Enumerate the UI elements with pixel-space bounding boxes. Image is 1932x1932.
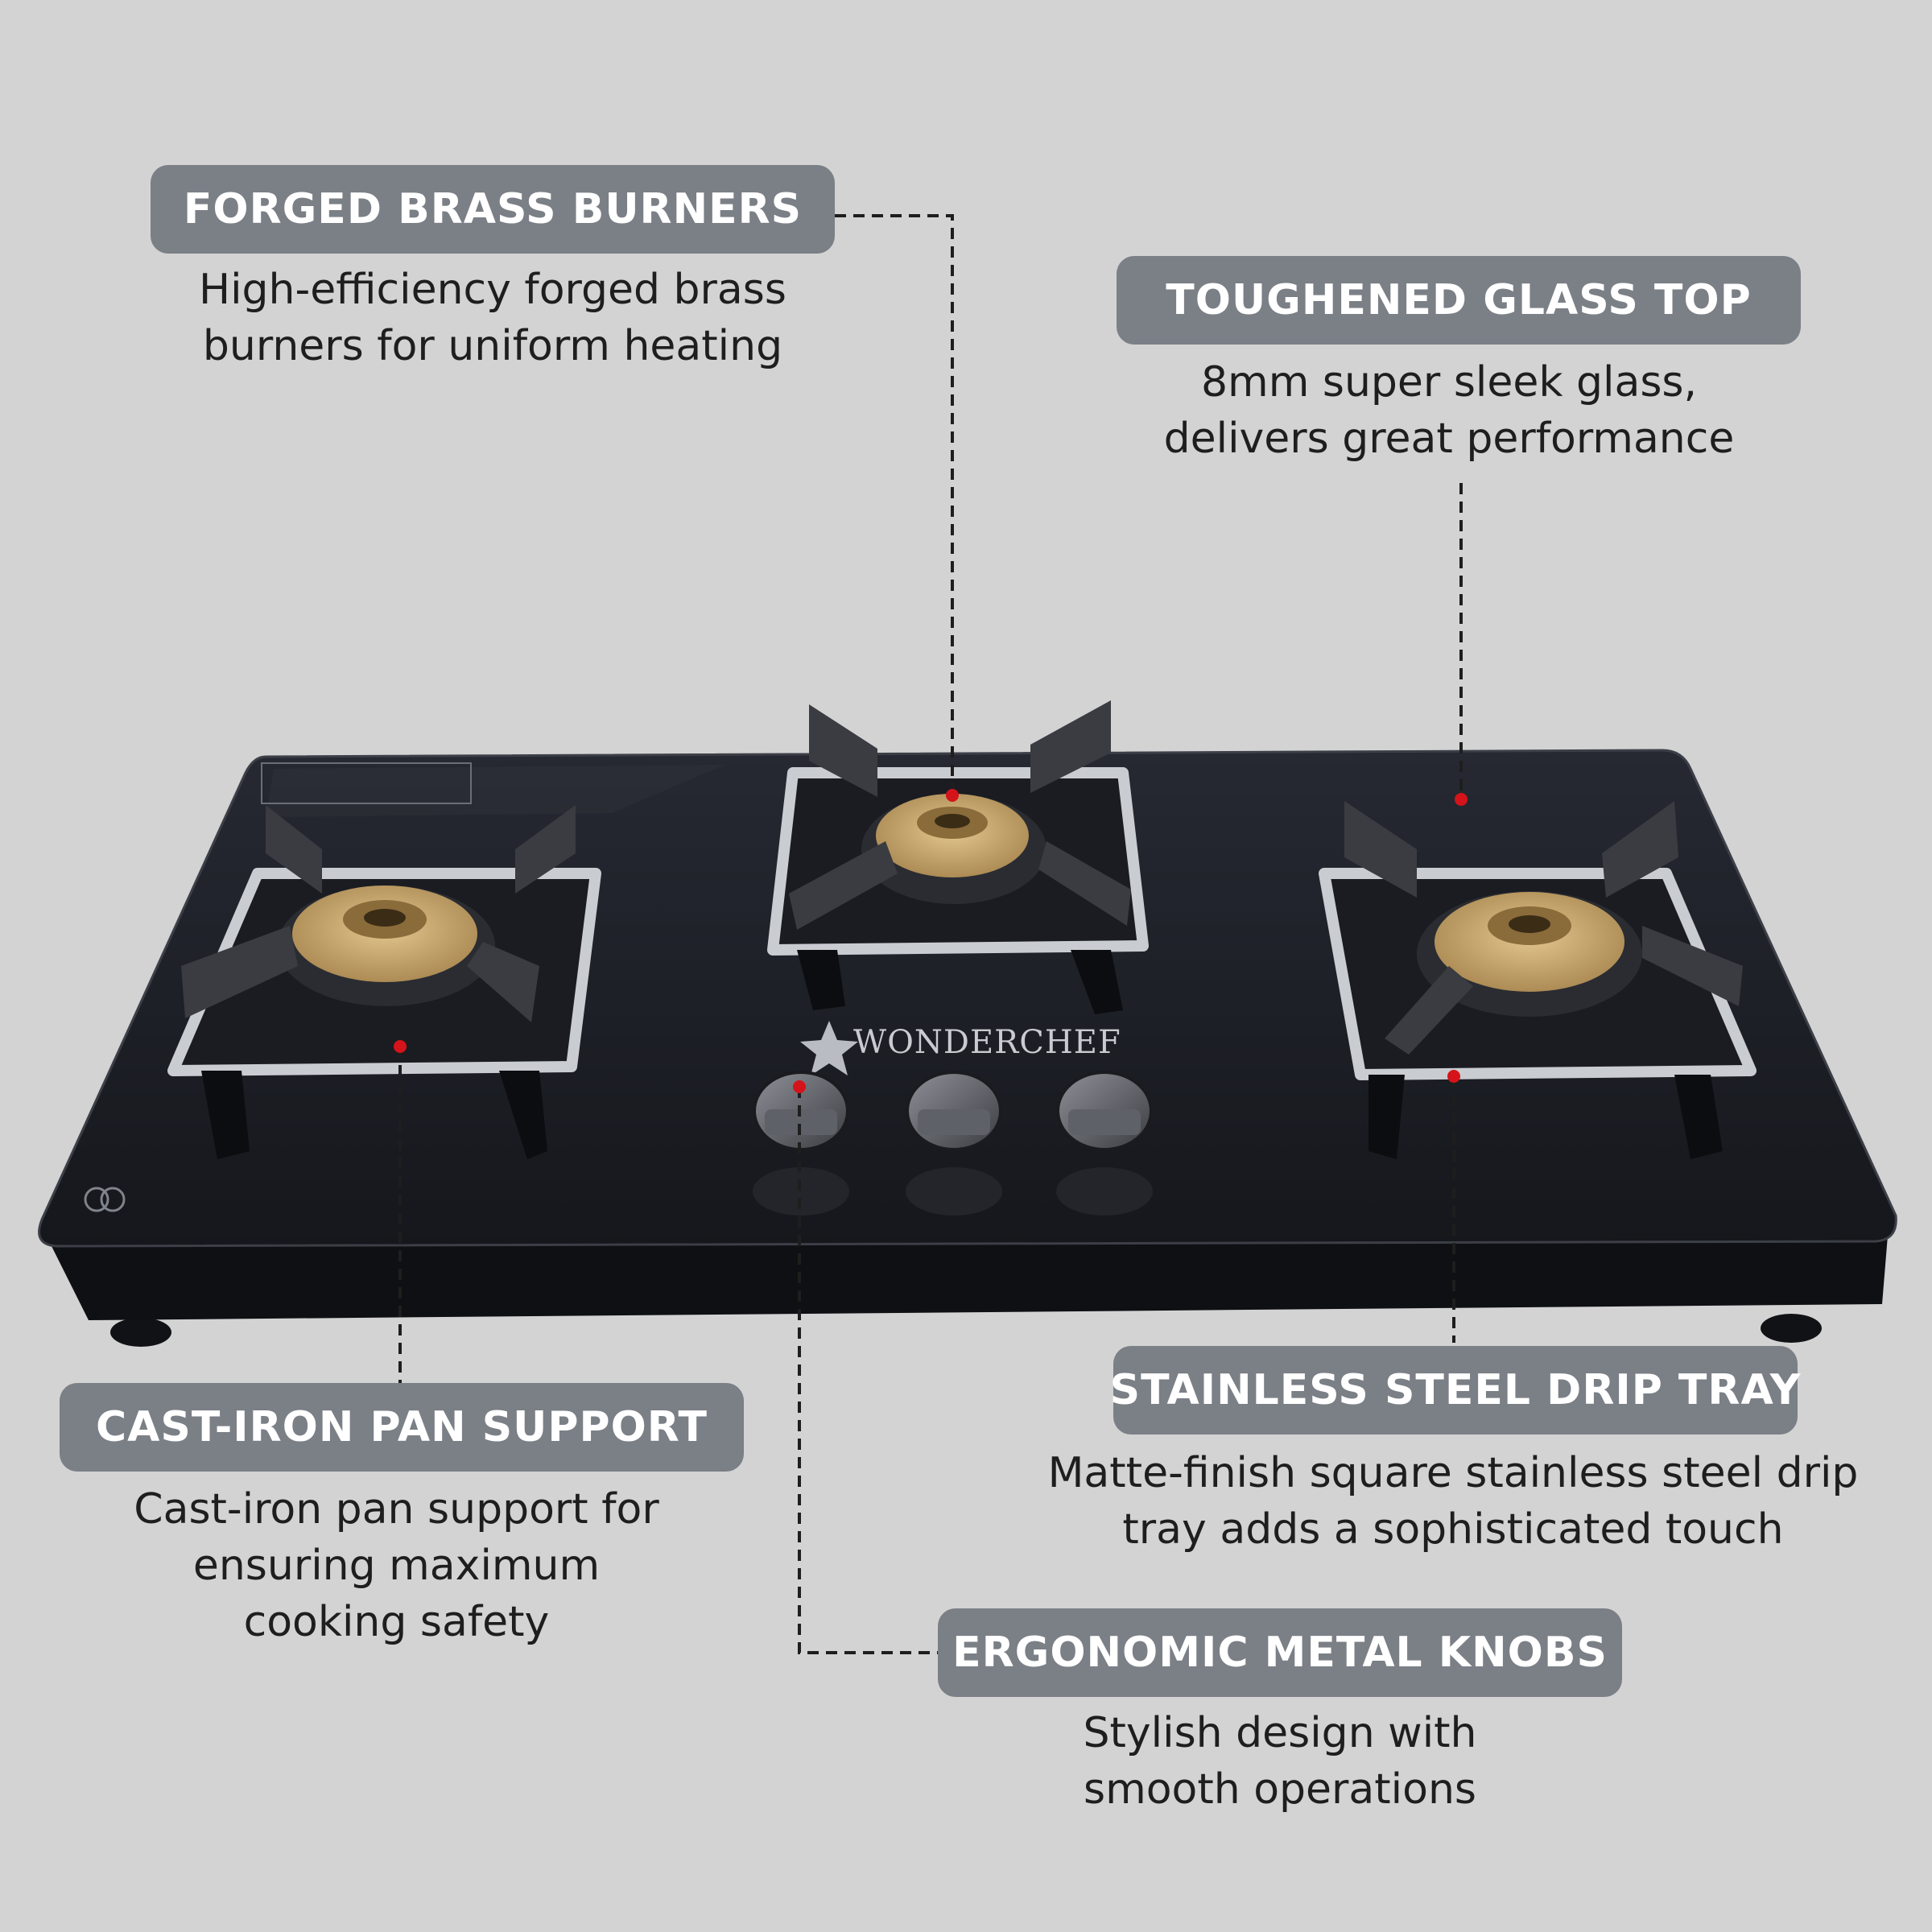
marker-dot-pan-support [394, 1040, 407, 1053]
feature-desc-line: cooking safety [243, 1598, 550, 1646]
center-burner-assembly [767, 700, 1149, 1014]
center-pan-support [809, 704, 877, 797]
feature-desc-drip-tray: Matte-finish square stainless steel drip… [970, 1445, 1932, 1558]
right-pan-support [1344, 801, 1417, 898]
marker-dot-glass [1455, 793, 1468, 806]
left-pan-support [467, 942, 539, 1022]
left-burner-hole [364, 909, 406, 927]
stove-foot [110, 1318, 171, 1347]
stove-foot [1761, 1314, 1822, 1343]
feature-desc-line: smooth operations [1083, 1765, 1476, 1814]
brand-wordmark: WONDERCHEF [853, 1024, 1121, 1061]
center-pan-support-leg [797, 950, 845, 1010]
right-burner-hole [1509, 915, 1550, 933]
feature-badge-burners: FORGED BRASS BURNERS [151, 165, 835, 254]
feature-desc-line: ensuring maximum [192, 1542, 601, 1590]
left-pan-support-leg [499, 1071, 547, 1159]
right-pan-support-leg [1368, 1075, 1405, 1159]
feature-desc-line: Cast-iron pan support for [134, 1485, 659, 1534]
leader-line-knobs [798, 1087, 938, 1654]
feature-desc-line: burners for uniform heating [202, 322, 783, 370]
feature-desc-line: Stylish design with [1083, 1709, 1477, 1757]
marker-dot-knobs [793, 1080, 806, 1093]
caution-sticker [261, 762, 472, 804]
right-pan-support-leg [1674, 1075, 1723, 1159]
star-logo-icon [800, 1021, 858, 1075]
left-pan-support-leg [201, 1071, 250, 1159]
feature-badge-glass: TOUGHENED GLASS TOP [1117, 256, 1801, 345]
feature-desc-glass: 8mm super sleek glass, delivers great pe… [1046, 354, 1852, 467]
center-burner-hole [935, 814, 970, 828]
left-pan-support [266, 805, 322, 894]
stove-base [48, 1236, 1888, 1320]
knob-grip [1068, 1109, 1141, 1135]
feature-desc-burners: High-efficiency forged brass burners for… [90, 262, 895, 374]
glass-logo-icon [84, 1187, 109, 1212]
left-burner-assembly [167, 805, 601, 1159]
feature-badge-drip-tray: STAINLESS STEEL DRIP TRAY [1110, 1346, 1800, 1435]
knob-grip [918, 1109, 990, 1135]
center-pan-support [789, 841, 898, 930]
left-pan-support [181, 926, 298, 1018]
feature-desc-line: tray adds a sophisticated touch [1122, 1505, 1784, 1554]
left-pan-support [515, 805, 576, 894]
feature-desc-line: High-efficiency forged brass [199, 266, 786, 314]
right-pan-support [1385, 966, 1473, 1055]
right-burner-assembly [1319, 801, 1757, 1159]
feature-desc-line: 8mm super sleek glass, [1200, 358, 1698, 407]
center-pan-support [1038, 841, 1131, 926]
marker-dot-burners [946, 789, 959, 802]
feature-desc-knobs: Stylish design with smooth operations [877, 1705, 1682, 1818]
glass-logo-icon [100, 1187, 126, 1212]
feature-desc-pan-support: Cast-iron pan support for ensuring maxim… [0, 1481, 793, 1650]
right-pan-support [1602, 801, 1678, 898]
feature-desc-line: Matte-finish square stainless steel drip [1047, 1449, 1859, 1497]
knob-reflection [753, 1167, 849, 1216]
knob-reflection [1056, 1167, 1153, 1216]
knob-grip [765, 1109, 837, 1135]
leader-line-burners [835, 214, 954, 795]
feature-desc-line: delivers great performance [1163, 415, 1735, 463]
marker-dot-drip-tray [1447, 1070, 1460, 1083]
knob-reflection [906, 1167, 1002, 1216]
feature-badge-pan-support: CAST-IRON PAN SUPPORT [60, 1383, 744, 1472]
center-pan-support-leg [1071, 950, 1123, 1014]
right-pan-support [1642, 926, 1743, 1006]
feature-badge-knobs: ERGONOMIC METAL KNOBS [938, 1608, 1622, 1697]
center-pan-support [1030, 700, 1111, 793]
